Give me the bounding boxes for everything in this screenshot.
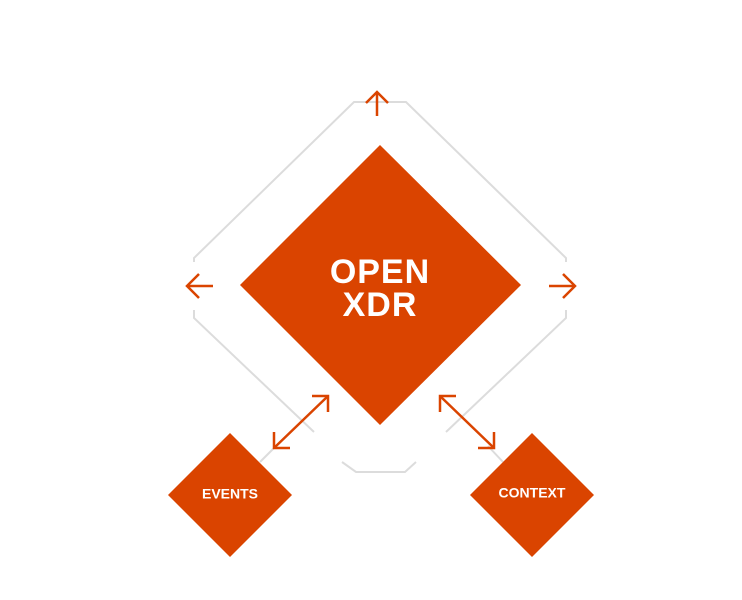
context-node: CONTEXT (470, 433, 594, 557)
context-diamond-shape (470, 433, 594, 557)
arrow-diagonal-bidirectional-icon (438, 394, 496, 450)
frame-top-segment (193, 101, 567, 262)
arrow-diagonal-bidirectional-icon (272, 394, 330, 450)
events-diamond-shape (168, 433, 292, 557)
outer-frame (193, 101, 567, 473)
context-node-label: CONTEXT (499, 485, 566, 501)
main-node-label-line2: XDR (343, 286, 418, 324)
arrow-up-icon (365, 90, 389, 116)
main-node: OPEN XDR (240, 145, 521, 425)
main-node-label-line1: OPEN (330, 253, 430, 291)
main-diamond-shape (240, 145, 521, 425)
frame-left-lower-segment (193, 310, 315, 433)
frame-bottom-segment (341, 461, 417, 473)
arrow-left-icon (185, 273, 213, 299)
frame-right-lower-segment (445, 310, 567, 433)
arrows (185, 90, 577, 450)
events-node: EVENTS (168, 433, 292, 557)
connector-lines (259, 445, 504, 463)
events-node-label: EVENTS (202, 486, 258, 502)
arrow-right-icon (549, 273, 577, 299)
